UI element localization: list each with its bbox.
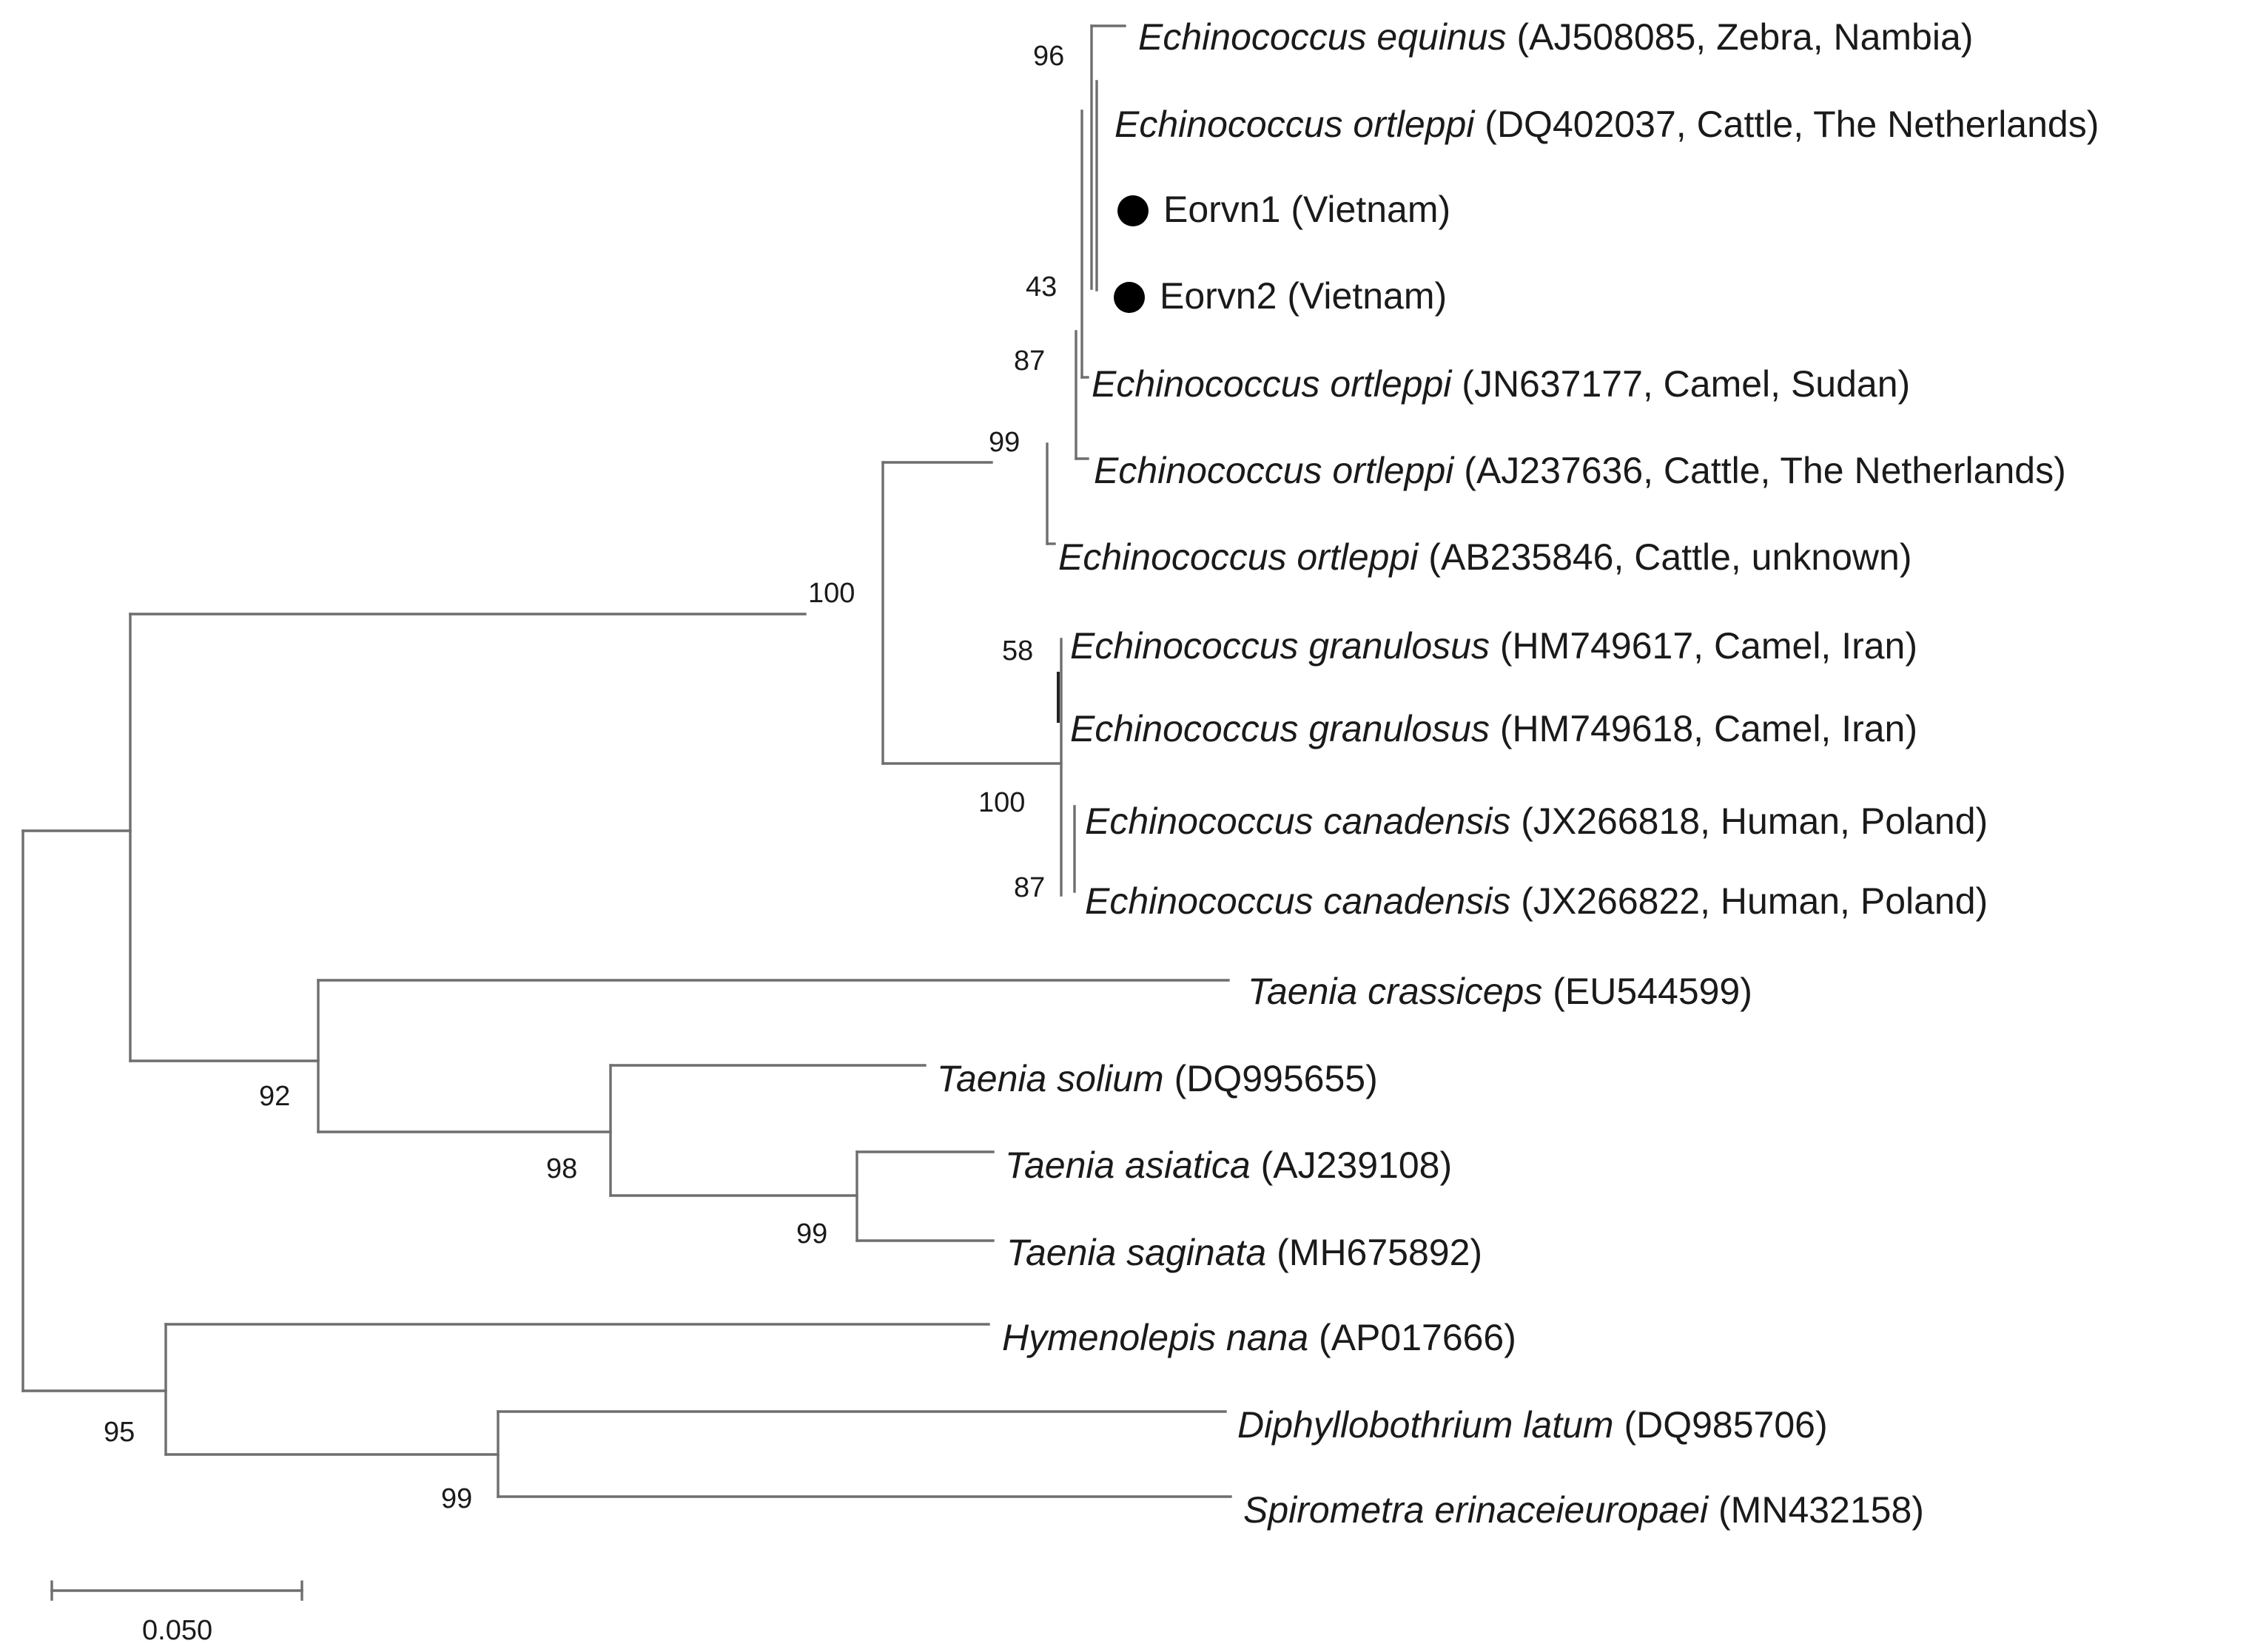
leaf-eorvn1: Eorvn1 (Vietnam) xyxy=(1163,189,1450,230)
scale-bar: 0.050 xyxy=(50,1580,303,1646)
tree-branches xyxy=(21,24,1232,1498)
bootstrap-96: 96 xyxy=(1033,41,1064,72)
leaf-asiatica: Taenia asiatica (AJ239108) xyxy=(1005,1144,1452,1186)
leaf-saginata: Taenia saginata (MH675892) xyxy=(1006,1232,1482,1273)
leaf-solium: Taenia solium (DQ995655) xyxy=(937,1058,1378,1099)
bootstrap-100-granulosus: 100 xyxy=(978,787,1025,818)
leaf-labels: Echinococcus equinus (AJ508085, Zebra, N… xyxy=(937,16,2099,1531)
bootstrap-values: 96 43 87 99 100 58 100 87 92 98 99 95 99 xyxy=(104,41,1064,1514)
bootstrap-99-ortleppi: 99 xyxy=(989,427,1020,458)
bootstrap-99-taenia: 99 xyxy=(796,1218,827,1250)
bootstrap-87-canadensis: 87 xyxy=(1014,872,1045,903)
bootstrap-100-echinococcus: 100 xyxy=(808,578,855,609)
bootstrap-58: 58 xyxy=(1002,635,1033,667)
bootstrap-98: 98 xyxy=(546,1153,577,1184)
leaf-latum: Diphyllobothrium latum (DQ985706) xyxy=(1237,1404,1828,1446)
marker-dot-eorvn1 xyxy=(1117,195,1149,226)
bootstrap-43: 43 xyxy=(1026,272,1057,303)
leaf-ortleppi-aj237636: Echinococcus ortleppi (AJ237636, Cattle,… xyxy=(1094,450,2066,491)
leaf-ortleppi-dq402037: Echinococcus ortleppi (DQ402037, Cattle,… xyxy=(1114,104,2099,145)
bootstrap-95: 95 xyxy=(104,1417,135,1448)
leaf-canadensis-jx266822: Echinococcus canadensis (JX266822, Human… xyxy=(1085,880,1988,922)
leaf-granulosus-hm749617: Echinococcus granulosus (HM749617, Camel… xyxy=(1070,625,1917,667)
bootstrap-87-ortleppi: 87 xyxy=(1014,345,1045,377)
leaf-canadensis-jx266818: Echinococcus canadensis (JX266818, Human… xyxy=(1085,800,1988,842)
leaf-spirometra: Spirometra erinaceieuropaei (MN432158) xyxy=(1243,1489,1924,1531)
leaf-equinus: Echinococcus equinus (AJ508085, Zebra, N… xyxy=(1138,16,1973,58)
leaf-granulosus-hm749618: Echinococcus granulosus (HM749618, Camel… xyxy=(1070,708,1917,749)
leaf-eorvn2: Eorvn2 (Vietnam) xyxy=(1160,275,1447,317)
leaf-crassiceps: Taenia crassiceps (EU544599) xyxy=(1248,971,1752,1012)
leaf-nana: Hymenolepis nana (AP017666) xyxy=(1002,1317,1516,1358)
scale-bar-label: 0.050 xyxy=(142,1615,212,1646)
leaf-ortleppi-ab235846: Echinococcus ortleppi (AB235846, Cattle,… xyxy=(1058,536,1912,578)
marker-dot-eorvn2 xyxy=(1114,282,1145,313)
bootstrap-92: 92 xyxy=(259,1081,290,1112)
leaf-ortleppi-jn637177: Echinococcus ortleppi (JN637177, Camel, … xyxy=(1092,363,1910,405)
bootstrap-99-pseudophyllid: 99 xyxy=(441,1483,472,1514)
